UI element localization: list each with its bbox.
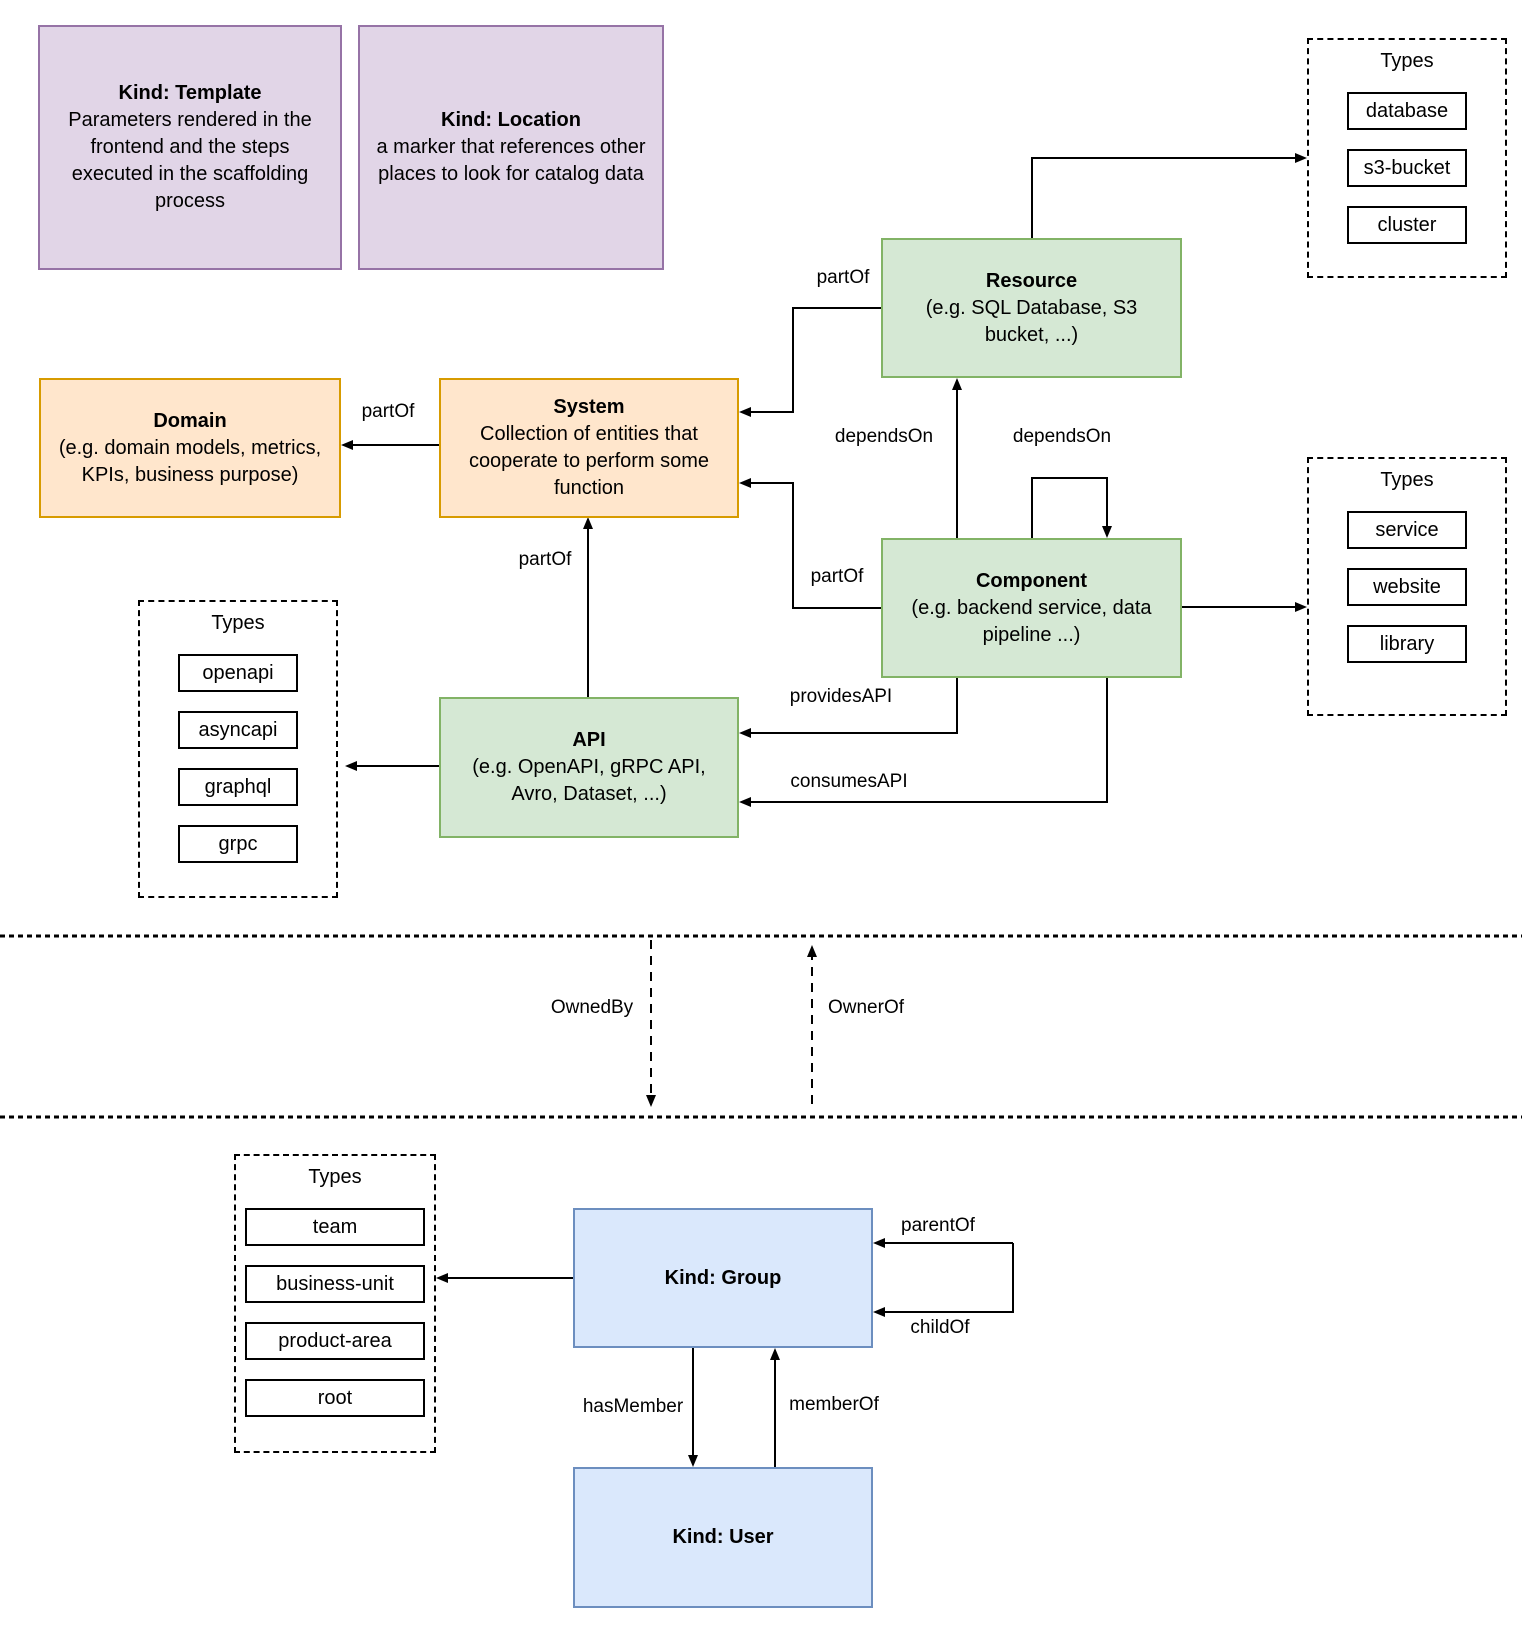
node-kind-location: Kind: Location a marker that references … <box>358 25 664 270</box>
node-title: API <box>572 729 606 751</box>
node-kind-user: Kind: User <box>573 1467 873 1608</box>
type-item: product-area <box>245 1322 425 1360</box>
types-panel-header: Types <box>1380 469 1434 491</box>
edge-label-partof-system-domain: partOf <box>361 401 415 422</box>
node-title: Resource <box>985 269 1078 292</box>
types-panel-header: Types <box>211 612 265 634</box>
node-title: Kind: Group <box>664 1266 782 1289</box>
node-body: Collection of entities that cooperate to… <box>468 423 710 499</box>
edge-partof-component-system <box>739 478 881 609</box>
edge-label-providesapi: providesAPI <box>789 686 893 707</box>
edge-label-memberof: memberOf <box>789 1394 879 1415</box>
edge-partof-resource-system <box>739 307 881 417</box>
edge-label-partof-component-system: partOf <box>810 566 864 587</box>
types-panel-group: Types team business-unit product-area ro… <box>234 1154 436 1453</box>
node-resource: Resource (e.g. SQL Database, S3 bucket, … <box>881 238 1182 378</box>
edge-label-parentof: parentOf <box>901 1215 975 1236</box>
node-api: API (e.g. OpenAPI, gRPC API, Avro, Datas… <box>439 697 739 838</box>
node-body: (e.g. OpenAPI, gRPC API, Avro, Dataset, … <box>472 756 706 805</box>
type-item: service <box>1347 511 1467 549</box>
type-item: cluster <box>1347 206 1467 244</box>
types-panel-header: Types <box>1380 50 1434 72</box>
type-item: openapi <box>178 654 298 692</box>
edge-label-ownerof: OwnerOf <box>827 997 905 1018</box>
type-item: database <box>1347 92 1467 130</box>
node-domain: Domain (e.g. domain models, metrics, KPI… <box>39 378 341 518</box>
types-panel-header: Types <box>308 1166 362 1188</box>
type-item: s3-bucket <box>1347 149 1467 187</box>
edge-label-dependson-self: dependsOn <box>1012 426 1112 447</box>
node-title: System <box>553 396 625 418</box>
node-body: Parameters rendered in the frontend and … <box>68 109 312 212</box>
node-body: (e.g. domain models, metrics, KPIs, busi… <box>58 436 322 486</box>
node-body: a marker that references other places to… <box>376 136 646 185</box>
edge-label-partof-api-system: partOf <box>518 549 572 570</box>
type-item: library <box>1347 625 1467 663</box>
edge-label-dependson-resource: dependsOn <box>834 426 934 447</box>
types-panel-component: Types service website library <box>1307 457 1507 716</box>
type-item: business-unit <box>245 1265 425 1303</box>
node-title: Kind: Location <box>441 109 581 131</box>
type-item: root <box>245 1379 425 1417</box>
type-item: team <box>245 1208 425 1246</box>
node-title: Component <box>975 569 1088 592</box>
type-item: graphql <box>178 768 298 806</box>
type-item: website <box>1347 568 1467 606</box>
edge-label-childof: childOf <box>910 1317 970 1338</box>
node-system: System Collection of entities that coope… <box>439 378 739 518</box>
node-title: Kind: User <box>672 1526 774 1548</box>
types-panel-resource: Types database s3-bucket cluster <box>1307 38 1507 278</box>
edge-label-ownedby: OwnedBy <box>550 997 634 1018</box>
node-title: Kind: Template <box>118 82 262 104</box>
type-item: asyncapi <box>178 711 298 749</box>
edge-childof <box>873 1243 1014 1317</box>
edge-label-consumesapi: consumesAPI <box>790 771 908 792</box>
edge-label-hasmember: hasMember <box>582 1396 684 1417</box>
edge-resource-to-types <box>1031 153 1307 238</box>
edge-dependson-component-self <box>1031 477 1112 538</box>
edge-label-partof-resource-system: partOf <box>816 267 870 288</box>
node-title: Domain <box>153 409 227 432</box>
node-kind-group: Kind: Group <box>573 1208 873 1348</box>
types-panel-api: Types openapi asyncapi graphql grpc <box>138 600 338 898</box>
node-body: (e.g. backend service, data pipeline ...… <box>911 596 1152 646</box>
type-item: grpc <box>178 825 298 863</box>
node-kind-template: Kind: Template Parameters rendered in th… <box>38 25 342 270</box>
node-component: Component (e.g. backend service, data pi… <box>881 538 1182 678</box>
node-body: (e.g. SQL Database, S3 bucket, ...) <box>925 296 1138 346</box>
